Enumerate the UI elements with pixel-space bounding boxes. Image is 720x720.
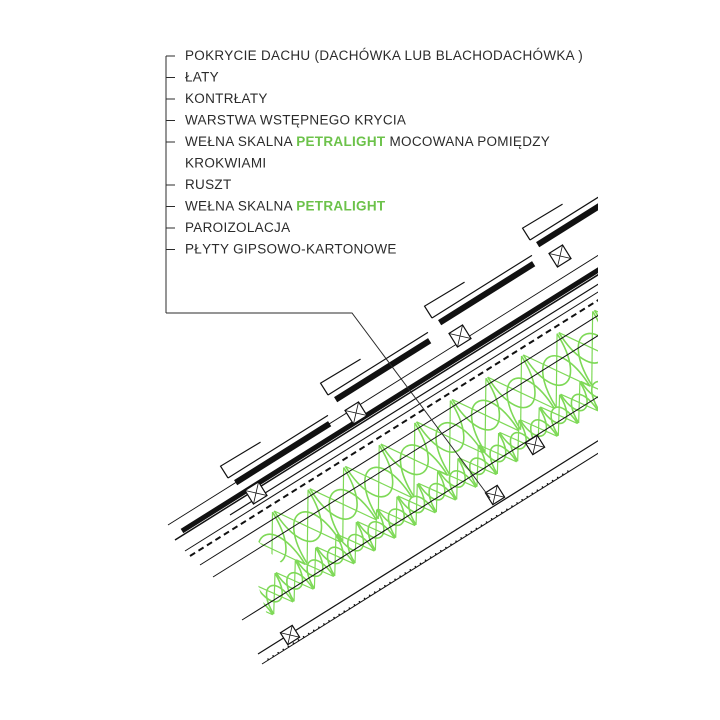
legend-text-part: KONTRŁATY bbox=[185, 91, 268, 106]
grid-battens bbox=[279, 434, 546, 646]
legend-text-part: PAROIZOLACJA bbox=[185, 220, 290, 235]
legend-text-part: PŁYTY GIPSOWO-KARTONOWE bbox=[185, 242, 397, 257]
legend-text-part: RUSZT bbox=[185, 177, 232, 192]
roof-cross-section bbox=[167, 196, 598, 665]
layer-legend: POKRYCIE DACHU (DACHÓWKA LUB BLACHODACHÓ… bbox=[185, 48, 583, 257]
rock-wool-lower-layer bbox=[255, 368, 598, 625]
plasterboard bbox=[267, 470, 569, 660]
leader-to-section bbox=[166, 312, 491, 499]
legend-text-part: ŁATY bbox=[185, 70, 219, 85]
legend-text-part: WEŁNA SKALNA bbox=[185, 134, 296, 149]
legend-layer-6: RUSZT bbox=[185, 177, 232, 192]
legend-layer-3: KONTRŁATY bbox=[185, 91, 268, 106]
legend-layer-5-continued: KROKWIAMI bbox=[185, 156, 266, 171]
legend-layer-7: WEŁNA SKALNA PETRALIGHT bbox=[185, 199, 386, 214]
battens bbox=[244, 244, 572, 505]
legend-layer-5: WEŁNA SKALNA PETRALIGHT MOCOWANA POMIĘDZ… bbox=[185, 134, 550, 149]
brand-name: PETRALIGHT bbox=[296, 134, 386, 149]
legend-text-part: WEŁNA SKALNA bbox=[185, 199, 296, 214]
leader-lines bbox=[165, 55, 175, 313]
layer-lines bbox=[167, 254, 598, 665]
brand-name: PETRALIGHT bbox=[296, 199, 386, 214]
legend-layer-8: PAROIZOLACJA bbox=[185, 220, 290, 235]
legend-layer-1: POKRYCIE DACHU (DACHÓWKA LUB BLACHODACHÓ… bbox=[185, 48, 583, 63]
legend-text-part: MOCOWANA POMIĘDZY bbox=[385, 134, 550, 149]
roof-tiles bbox=[219, 196, 598, 486]
legend-text-part: WARSTWA WSTĘPNEGO KRYCIA bbox=[185, 113, 406, 128]
legend-text-part: POKRYCIE DACHU (DACHÓWKA LUB BLACHODACHÓ… bbox=[185, 48, 583, 63]
legend-layer-4: WARSTWA WSTĘPNEGO KRYCIA bbox=[185, 113, 406, 128]
legend-layer-2: ŁATY bbox=[185, 70, 219, 85]
legend-layer-9: PŁYTY GIPSOWO-KARTONOWE bbox=[185, 242, 397, 257]
